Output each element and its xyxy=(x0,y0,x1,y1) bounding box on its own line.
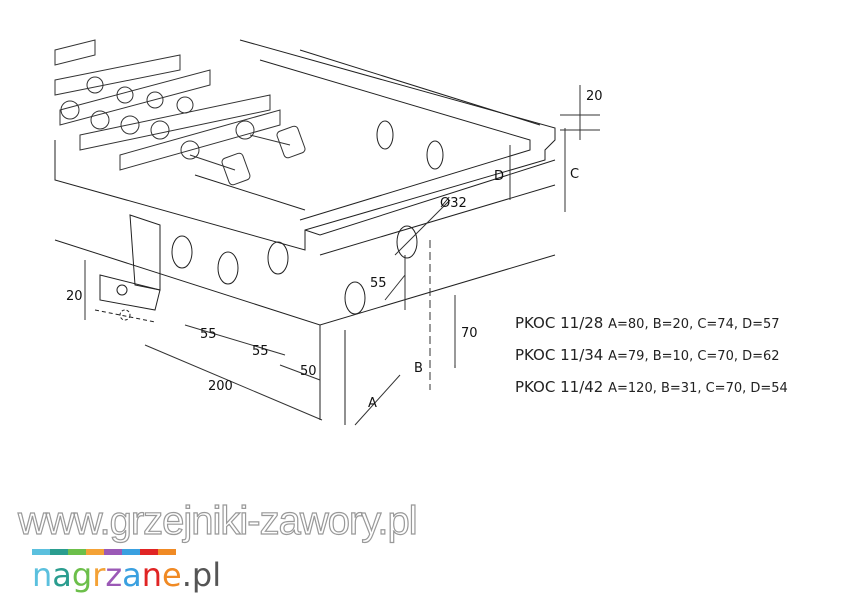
spec-values: A=120, B=31, C=70, D=54 xyxy=(608,381,788,396)
spec-model: PKOC 11/34 xyxy=(515,346,604,364)
brand-color-bar xyxy=(122,549,140,555)
brand-letter: z xyxy=(105,556,123,594)
dim-20-top: 20 xyxy=(586,89,603,104)
dim-c: C xyxy=(570,167,579,182)
dim-diameter: Ø32 xyxy=(440,196,467,211)
spec-model: PKOC 11/42 xyxy=(515,378,604,396)
spec-row: PKOC 11/28 A=80, B=20, C=74, D=57 xyxy=(515,314,780,334)
mounting-bracket xyxy=(94,214,161,323)
brand-letter: e xyxy=(162,556,182,594)
dim-b: B xyxy=(414,361,423,376)
brand-suffix: .pl xyxy=(181,556,222,594)
spec-model: PKOC 11/28 xyxy=(515,314,604,332)
brand-color-bar xyxy=(104,549,122,555)
spec-values: A=79, B=10, C=70, D=62 xyxy=(608,349,780,364)
brand-letter: n xyxy=(32,556,53,594)
dim-55-vertical: 55 xyxy=(370,276,387,291)
dim-55-b: 55 xyxy=(252,344,269,359)
brand-logo: nagrzane.pl xyxy=(32,556,221,594)
brand-color-bar xyxy=(50,549,68,555)
brand-color-bar xyxy=(32,549,50,555)
brand-color-bar xyxy=(140,549,158,555)
dimension-labels: 20 C D Ø32 55 70 B A 20 55 55 50 200 xyxy=(66,89,603,411)
watermark: www.grzejniki-zawory.pl xyxy=(17,498,418,543)
brand-letter: a xyxy=(52,556,72,594)
brand-letter: n xyxy=(141,556,163,594)
spec-row: PKOC 11/34 A=79, B=10, C=70, D=62 xyxy=(515,346,780,366)
brand-color-bar xyxy=(158,549,176,555)
dim-20-bracket: 20 xyxy=(66,289,83,304)
spec-values: A=80, B=20, C=74, D=57 xyxy=(608,317,780,332)
brand-letter: g xyxy=(71,556,93,594)
dim-55-a: 55 xyxy=(200,327,217,342)
dim-a: A xyxy=(368,396,377,411)
spec-row: PKOC 11/42 A=120, B=31, C=70, D=54 xyxy=(515,378,788,398)
brand-letter: r xyxy=(92,556,106,594)
pipe-holes xyxy=(171,120,444,315)
brand-color-bar xyxy=(86,549,104,555)
dim-70: 70 xyxy=(461,326,478,341)
dimension-lines xyxy=(84,85,600,426)
trench-outline xyxy=(54,39,556,425)
brand-color-bar xyxy=(68,549,86,555)
brand-letter: a xyxy=(122,556,142,594)
dim-d: D xyxy=(494,169,504,184)
heat-exchanger xyxy=(54,39,306,186)
dim-50: 50 xyxy=(300,364,317,379)
dim-200: 200 xyxy=(208,379,233,394)
